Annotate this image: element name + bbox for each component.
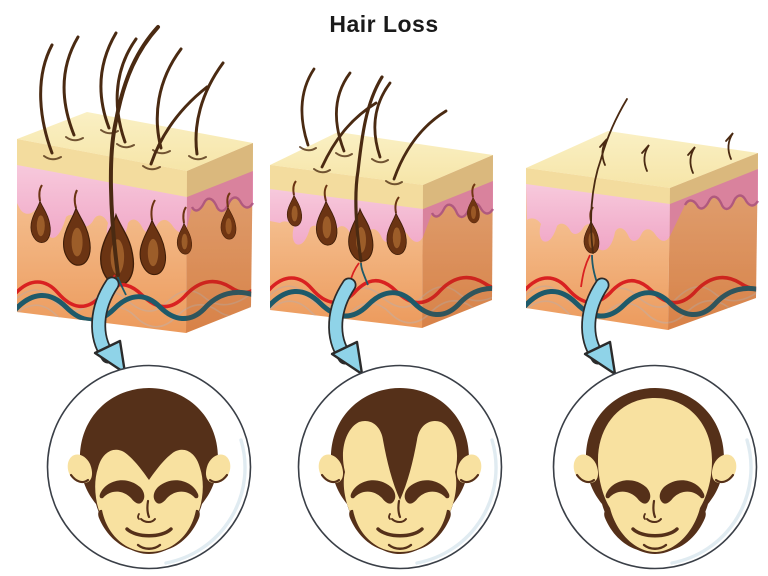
- hair-follicles: [286, 180, 480, 262]
- head-circle-stage-3: [552, 364, 758, 570]
- hair-base-marks: [299, 146, 403, 186]
- skin-surface-layer-side: [187, 143, 253, 199]
- skin-surface-layer-front: [270, 165, 423, 211]
- hair-follicles: [30, 184, 237, 286]
- face-stage-3-bald-scalp: [598, 398, 712, 552]
- head-circle-stage-2: [297, 364, 503, 570]
- artery-branch: [580, 254, 591, 288]
- epidermis-layer-front: [17, 165, 187, 246]
- hair-strands: [590, 98, 734, 254]
- epidermis-edge-line: [430, 202, 495, 219]
- epidermis-layer-front: [270, 189, 423, 254]
- epidermis-edge-line: [683, 194, 760, 211]
- skin-surface-layer-side: [670, 153, 758, 206]
- epidermis-edge-line: [190, 196, 255, 213]
- skin-surface-layer-front: [526, 168, 670, 206]
- cube-faces: [17, 112, 255, 333]
- skin-surface-layer-side: [423, 155, 493, 211]
- skin-cube-stage-3: [526, 98, 760, 330]
- skin-top-surface: [17, 112, 253, 171]
- hair-strands: [39, 25, 225, 277]
- side-face-shading: [422, 155, 493, 328]
- side-face-shading: [668, 153, 758, 330]
- hair-strands: [300, 67, 448, 263]
- circle-inner-shade: [164, 438, 247, 565]
- circle-inner-shade: [415, 438, 498, 565]
- hair-through-follicle: [108, 25, 160, 277]
- vein-branch: [360, 262, 369, 286]
- epidermis-layer-side: [670, 169, 758, 236]
- hair-through-follicle: [590, 98, 628, 254]
- page-title: Hair Loss: [329, 11, 439, 37]
- head-circle-stage-1: [46, 364, 252, 570]
- skin-surface-layer-front: [17, 139, 187, 199]
- cube-faces: [526, 131, 760, 330]
- epidermis-layer-front: [526, 184, 670, 251]
- skin-cube-stage-2: [270, 67, 495, 328]
- face-stage-2: [342, 420, 458, 552]
- epidermis-layer-side: [423, 181, 493, 237]
- hair-base-marks: [43, 129, 207, 171]
- skin-top-surface: [526, 131, 758, 188]
- side-face-shading: [186, 143, 253, 333]
- hair-through-follicle: [354, 75, 384, 263]
- skin-cube-stage-1: [17, 25, 255, 333]
- epidermis-layer-side: [187, 171, 253, 227]
- circle-inner-shade: [670, 438, 753, 565]
